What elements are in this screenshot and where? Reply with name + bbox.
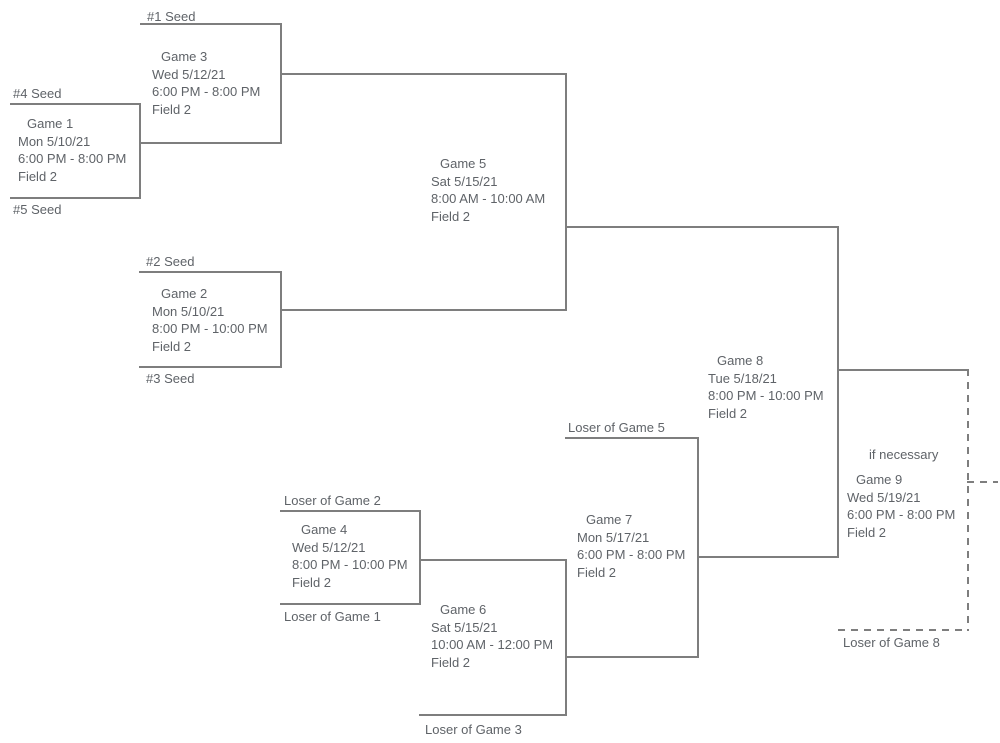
line-game5-winner: [565, 226, 839, 228]
game4-date: Wed 5/12/21: [292, 539, 366, 555]
game5-title: Game 5: [440, 156, 487, 171]
game4-field: Field 2: [292, 574, 332, 590]
label-seed1: #1 Seed: [147, 9, 196, 24]
line-game2-winner: [280, 309, 567, 311]
line-seed1-slot: [140, 23, 282, 25]
game1-field: Field 2: [18, 168, 58, 184]
game9-date: Wed 5/19/21: [847, 489, 921, 505]
line-game2-vertical: [280, 271, 282, 368]
game4-time: 8:00 PM - 10:00 PM: [292, 557, 408, 572]
label-loser-game3: Loser of Game 3: [425, 722, 522, 737]
line-game7-vertical: [697, 437, 699, 658]
game8-info: Game 8 Tue 5/18/21 8:00 PM - 10:00 PM Fi…: [708, 352, 824, 422]
game8-field: Field 2: [708, 405, 748, 421]
line-game9-vertical-dashed: [967, 369, 969, 631]
game2-title: Game 2: [161, 286, 208, 301]
line-loser-game1-slot: [280, 603, 421, 605]
line-game8-winner: [837, 369, 969, 371]
label-seed4: #4 Seed: [13, 86, 62, 101]
game2-info: Game 2 Mon 5/10/21 8:00 PM - 10:00 PM Fi…: [152, 285, 268, 355]
line-loser-game3-slot: [419, 714, 567, 716]
line-game6-vertical: [565, 559, 567, 716]
game2-date: Mon 5/10/21: [152, 303, 225, 319]
line-game1-winner: [139, 142, 282, 144]
game4-title: Game 4: [301, 522, 348, 537]
game3-time: 6:00 PM - 8:00 PM: [152, 84, 261, 99]
line-seed2-slot: [139, 271, 282, 273]
line-game4-vertical: [419, 510, 421, 605]
line-seed3-slot: [139, 366, 282, 368]
game7-field: Field 2: [577, 564, 617, 580]
label-loser-game1: Loser of Game 1: [284, 609, 381, 624]
game1-info: Game 1 Mon 5/10/21 6:00 PM - 8:00 PM Fie…: [18, 115, 126, 185]
line-loser-game5-slot: [565, 437, 699, 439]
line-game6-winner: [565, 656, 699, 658]
game5-date: Sat 5/15/21: [431, 173, 498, 189]
game8-date: Tue 5/18/21: [708, 370, 777, 386]
line-game3-winner: [280, 73, 567, 75]
line-loser-game8-slot-dashed: [838, 629, 968, 631]
game5-field: Field 2: [431, 208, 471, 224]
game1-time: 6:00 PM - 8:00 PM: [18, 151, 127, 166]
game8-time: 8:00 PM - 10:00 PM: [708, 388, 824, 403]
game9-time: 6:00 PM - 8:00 PM: [847, 507, 956, 522]
line-game5-vertical: [565, 73, 567, 311]
game9-field: Field 2: [847, 524, 887, 540]
game5-time: 8:00 AM - 10:00 AM: [431, 191, 546, 206]
game2-field: Field 2: [152, 338, 192, 354]
game6-date: Sat 5/15/21: [431, 619, 498, 635]
game3-title: Game 3: [161, 49, 208, 64]
line-game4-winner: [419, 559, 567, 561]
line-game1-vertical: [139, 103, 141, 199]
label-seed3: #3 Seed: [146, 371, 195, 386]
game4-info: Game 4 Wed 5/12/21 8:00 PM - 10:00 PM Fi…: [292, 521, 408, 591]
line-game3-vertical: [280, 23, 282, 144]
game5-info: Game 5 Sat 5/15/21 8:00 AM - 10:00 AM Fi…: [431, 155, 545, 225]
game7-time: 6:00 PM - 8:00 PM: [577, 547, 686, 562]
game2-time: 8:00 PM - 10:00 PM: [152, 321, 268, 336]
game9-title: Game 9: [856, 472, 903, 487]
game8-title: Game 8: [717, 353, 764, 368]
game6-time: 10:00 AM - 12:00 PM: [431, 637, 554, 652]
label-seed5: #5 Seed: [13, 202, 62, 217]
label-if-necessary: if necessary: [869, 447, 939, 462]
game1-title: Game 1: [27, 116, 74, 131]
line-game7-winner: [697, 556, 839, 558]
line-game9-winner-dashed: [967, 481, 998, 483]
game6-title: Game 6: [440, 602, 487, 617]
line-game8-vertical: [837, 226, 839, 558]
line-seed4-slot: [10, 103, 141, 105]
game1-date: Mon 5/10/21: [18, 133, 91, 149]
game3-date: Wed 5/12/21: [152, 66, 226, 82]
line-loser-game2-slot: [280, 510, 421, 512]
label-seed2: #2 Seed: [146, 254, 195, 269]
game6-info: Game 6 Sat 5/15/21 10:00 AM - 12:00 PM F…: [431, 601, 553, 671]
line-seed5-slot: [10, 197, 141, 199]
label-loser-game8: Loser of Game 8: [843, 635, 940, 650]
game6-field: Field 2: [431, 654, 471, 670]
label-loser-game5: Loser of Game 5: [568, 420, 665, 435]
game7-info: Game 7 Mon 5/17/21 6:00 PM - 8:00 PM Fie…: [577, 511, 685, 581]
game3-info: Game 3 Wed 5/12/21 6:00 PM - 8:00 PM Fie…: [152, 48, 260, 118]
label-loser-game2: Loser of Game 2: [284, 493, 381, 508]
game7-date: Mon 5/17/21: [577, 529, 650, 545]
game3-field: Field 2: [152, 101, 192, 117]
game9-info: Game 9 Wed 5/19/21 6:00 PM - 8:00 PM Fie…: [847, 471, 955, 541]
game7-title: Game 7: [586, 512, 633, 527]
